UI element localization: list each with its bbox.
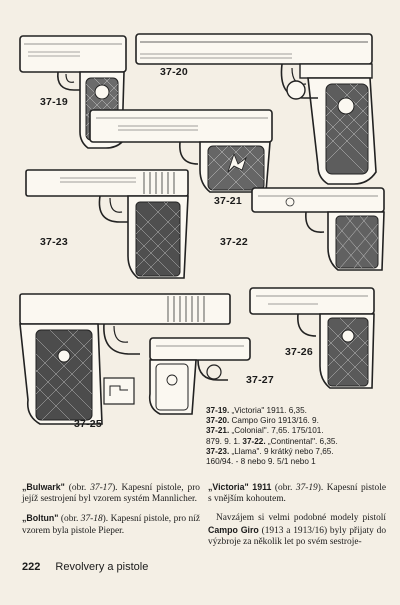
text-column-left: „Bulwark" (obr. 37-17). Kapesní pistole,… xyxy=(22,482,200,545)
pistol-illustration-37-27 xyxy=(148,337,251,415)
figure-label-37-23: 37-23 xyxy=(40,236,68,248)
figure-label-37-19: 37-19 xyxy=(40,96,68,108)
caption-37-23-cont: 160/94. - 8 nebo 9. 5/1 nebo 1 xyxy=(206,457,316,467)
figure-label-37-20: 37-20 xyxy=(160,66,188,78)
pistol-illustration-37-21 xyxy=(89,109,273,193)
figure-label-37-22: 37-22 xyxy=(220,236,248,248)
figure-label-37-27: 37-27 xyxy=(246,374,274,386)
pistol-illustration-37-26 xyxy=(249,287,375,389)
caption-37-23: 37-23. „Llama". 9 krátký nebo 7,65. xyxy=(206,446,334,456)
paragraph-victoria: „Victoria" 1911 (obr. 37-19). Kapesní pi… xyxy=(208,482,386,505)
pistol-illustration-37-25 xyxy=(19,293,231,425)
text-column-right: „Victoria" 1911 (obr. 37-19). Kapesní pi… xyxy=(208,482,386,556)
pistol-illustration-37-22 xyxy=(251,187,385,271)
paragraph-bulwark: „Bulwark" (obr. 37-17). Kapesní pistole,… xyxy=(22,482,200,505)
running-title: Revolvery a pistole xyxy=(55,561,149,573)
pistol-illustration-37-23 xyxy=(25,169,189,279)
page-footer: 222 Revolvery a pistole xyxy=(22,561,148,573)
caption-37-21-cont: 879. 9. 1. 37-22. „Continental". 6,35. xyxy=(206,436,338,446)
paragraph-campo-giro: Navzájem si velmi podobné modely pistolí… xyxy=(208,513,387,547)
caption-37-19: 37-19. „Victoria" 1911. 6,35. xyxy=(206,406,307,415)
pistol-illustration-37-20 xyxy=(135,33,377,185)
page-number: 222 xyxy=(22,561,41,573)
caption-37-21: 37-21. „Colonial". 7,65. 175/101. xyxy=(206,426,324,436)
figure-label-37-25: 37-25 xyxy=(74,418,102,430)
caption-37-20: 37-20. Campo Giro 1913/16. 9. xyxy=(206,416,319,426)
figure-captions: 37-19. „Victoria" 1911. 6,35. 37-20. Cam… xyxy=(206,406,394,467)
figure-label-37-26: 37-26 xyxy=(285,346,313,358)
figure-label-37-21: 37-21 xyxy=(214,195,242,207)
paragraph-boltun: „Boltun" (obr. 37-18). Kapesní pistole, … xyxy=(22,513,201,536)
